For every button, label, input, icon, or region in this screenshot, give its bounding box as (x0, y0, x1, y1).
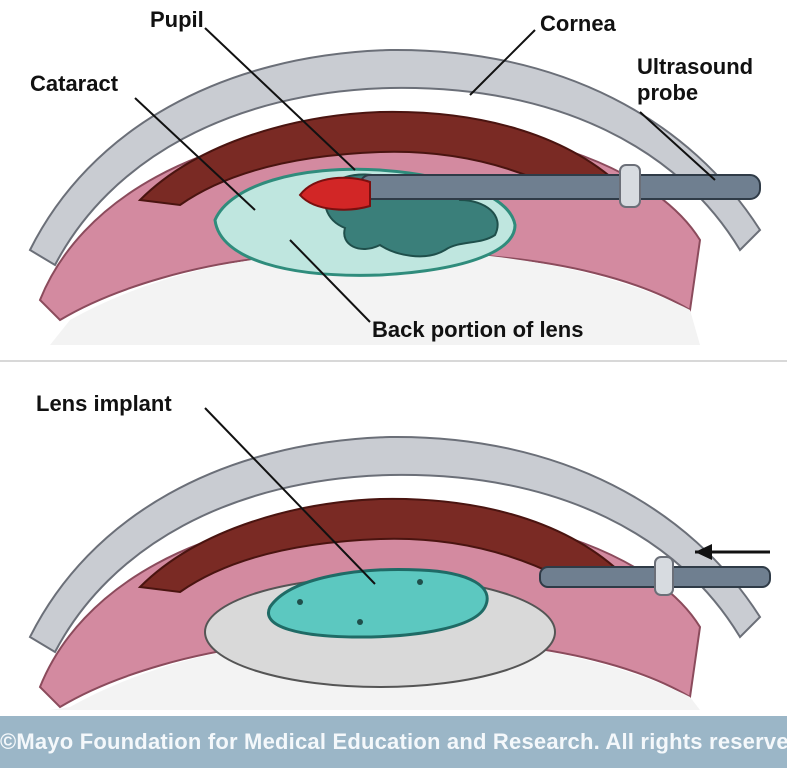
injector-sleeve (655, 557, 673, 595)
label-cornea: Cornea (540, 12, 616, 36)
label-pupil: Pupil (150, 8, 204, 32)
label-lens-implant: Lens implant (36, 392, 172, 416)
ultrasound-probe-shaft (360, 175, 760, 199)
label-probe: probe (637, 81, 698, 105)
lens-implant-panel: Lens implant (0, 372, 787, 712)
panel-divider (0, 360, 787, 362)
label-back-portion-of-lens: Back portion of lens (372, 318, 583, 342)
copyright-footer: ©Mayo Foundation for Medical Education a… (0, 716, 787, 768)
cataract-removal-panel: Pupil Cornea Cataract Ultrasound probe B… (0, 0, 787, 360)
eye-cross-section-bottom (0, 372, 787, 712)
probe-sleeve (620, 165, 640, 207)
label-ultrasound: Ultrasound (637, 55, 753, 79)
label-cataract: Cataract (30, 72, 118, 96)
